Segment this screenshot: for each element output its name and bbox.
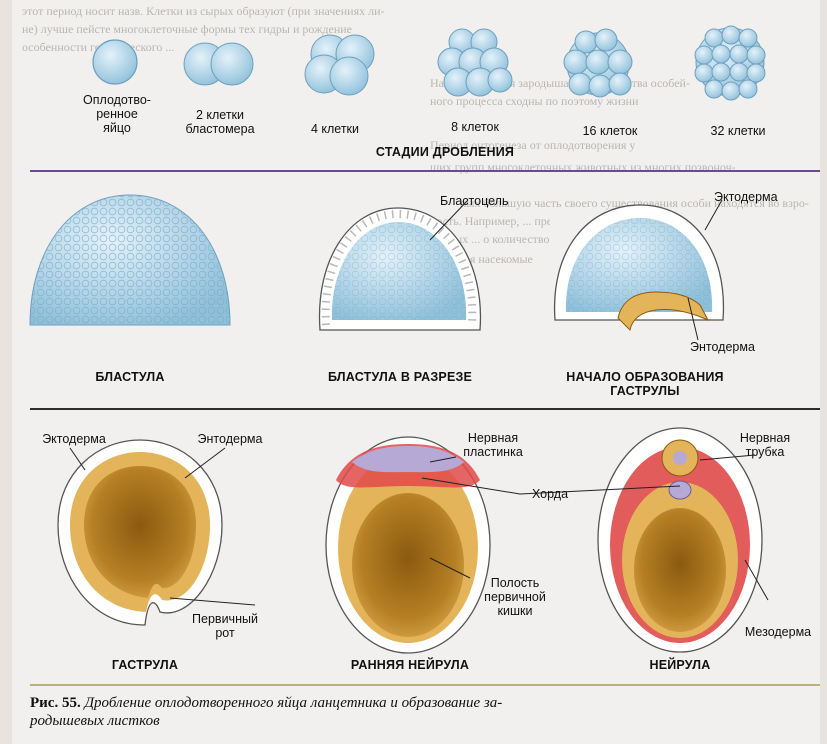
blastula-section-caption: БЛАСТУЛА В РАЗРЕЗЕ [320, 370, 480, 384]
neural-tube-label-text: Нервная трубка [740, 431, 790, 459]
neural-tube-label: Нервная трубка [730, 431, 800, 459]
egg-cell [93, 40, 137, 84]
thirtytwo-cell-stage [695, 26, 765, 100]
sixteen-cell-label: 16 клеток [570, 124, 650, 138]
caption-text: Дробление оплодотворенного яйца ланцетни… [30, 695, 502, 729]
sixteen-cell-stage [564, 29, 632, 97]
neural-plate-label-text: Нервная пластинка [463, 431, 523, 459]
divider-middle [30, 408, 820, 410]
early-neurula-caption: РАННЯЯ НЕЙРУЛА [330, 658, 490, 672]
egg-label: Оплодотво- ренное яйцо [82, 93, 152, 135]
four-cell-label: 4 клетки [300, 122, 370, 136]
mesoderm-label: Мезодерма [738, 625, 818, 639]
gastrula-start-caption: НАЧАЛО ОБРАЗОВАНИЯ ГАСТРУЛЫ [555, 370, 735, 398]
early-neurula-illustration [326, 437, 490, 653]
two-cell-label: 2 клетки бластомера [180, 108, 260, 136]
ectoderm-label-row3: Эктодерма [34, 432, 114, 446]
caption-prefix: Рис. 55. [30, 695, 81, 711]
neural-plate-label: Нервная пластинка [448, 431, 538, 459]
neurula-illustration [598, 428, 762, 652]
cleavage-heading: СТАДИИ ДРОБЛЕНИЯ [365, 145, 525, 159]
gut-cavity-label-text: Полость первичной кишки [484, 576, 546, 618]
divider-top [30, 170, 820, 172]
gastrula-illustration [58, 440, 222, 625]
blastocoel-label: Бластоцель [440, 194, 540, 208]
blastula-caption: БЛАСТУЛА [80, 370, 180, 384]
egg-label-text: Оплодотво- ренное яйцо [83, 93, 151, 135]
gut-cavity-label: Полость первичной кишки [470, 576, 560, 618]
primary-mouth-label: Первичный рот [185, 612, 265, 640]
thirtytwo-cell-label: 32 клетки [698, 124, 778, 138]
endoderm-label-row3: Энтодерма [190, 432, 270, 446]
primary-mouth-label-text: Первичный рот [192, 612, 258, 640]
blastula-section-illustration [320, 208, 481, 330]
two-cell-stage [184, 43, 253, 85]
endoderm-label-row2: Энтодерма [690, 340, 790, 354]
notochord-label: Хорда [520, 487, 580, 501]
neurula-caption: НЕЙРУЛА [630, 658, 730, 672]
blastula-illustration [30, 195, 230, 325]
divider-bottom [30, 684, 820, 686]
gastrula-start-caption-text: НАЧАЛО ОБРАЗОВАНИЯ ГАСТРУЛЫ [566, 370, 723, 398]
eight-cell-label: 8 клеток [440, 120, 510, 134]
ectoderm-label-row2: Эктодерма [714, 190, 814, 204]
four-cell-stage [305, 35, 374, 95]
two-cell-label-text: 2 клетки бластомера [185, 108, 254, 136]
gastrula-start-illustration [555, 205, 724, 330]
gastrula-caption: ГАСТРУЛА [95, 658, 195, 672]
figure-caption: Рис. 55. Дробление оплодотворенного яйца… [30, 694, 820, 730]
eight-cell-stage [438, 29, 512, 96]
